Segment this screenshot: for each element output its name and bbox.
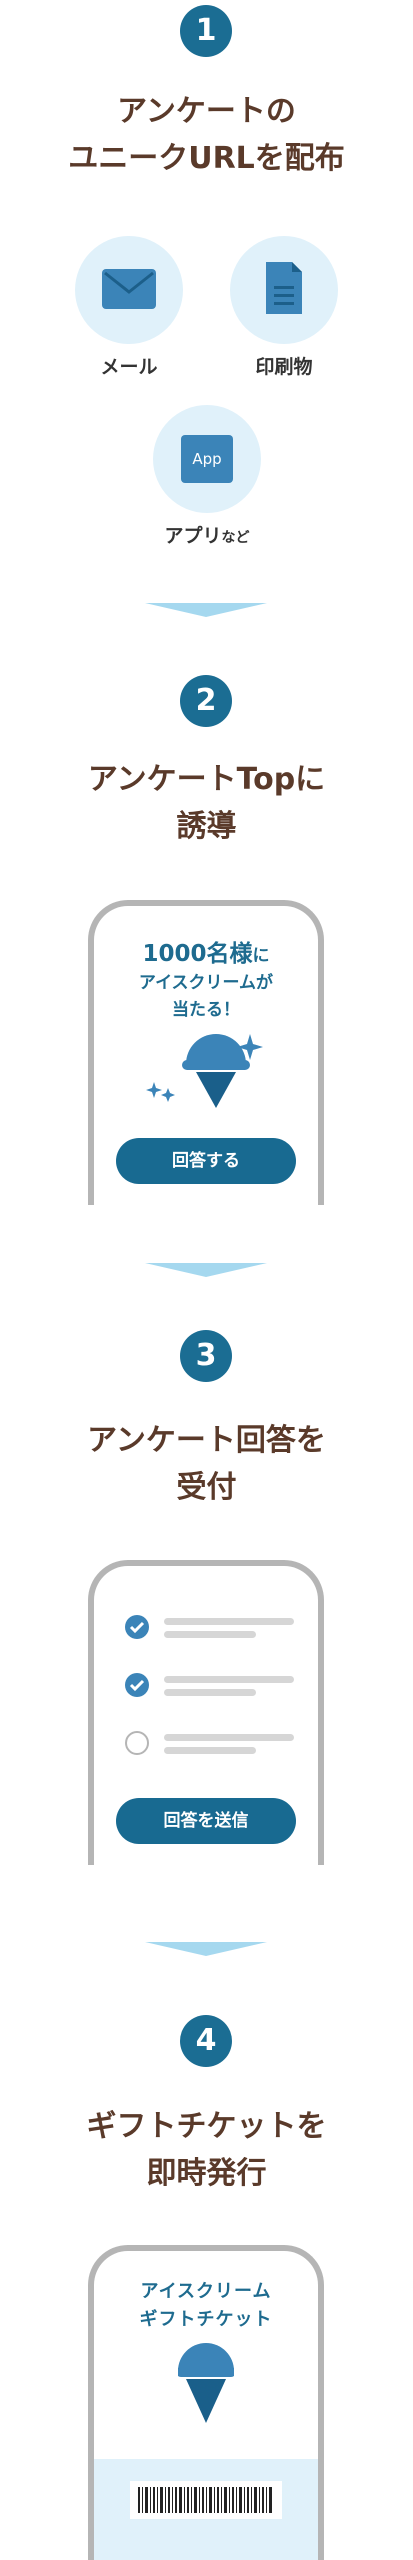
gift-ticket-phone: アイスクリーム ギフトチケット — [88, 2245, 324, 2560]
step-3-title: アンケート回答を 受付 — [87, 1423, 326, 1505]
submit-answer-button[interactable]: 回答を送信 — [116, 1798, 296, 1844]
chevron-down-icon — [145, 1263, 267, 1277]
chevron-down-icon — [145, 1942, 267, 1956]
step-4-title: ギフトチケットを 即時発行 — [86, 2109, 327, 2191]
checked-icon — [125, 1673, 149, 1697]
ticket-title-1: アイスクリーム — [140, 2281, 272, 2302]
survey-subline-1: アイスクリームが — [138, 973, 274, 993]
survey-subline-2: 当たる！ — [172, 1000, 240, 1020]
print-label: 印刷物 — [255, 356, 313, 378]
mail-channel — [75, 236, 183, 344]
checked-icon — [125, 1615, 149, 1639]
step-2-number: 2 — [180, 675, 232, 727]
step-1-title: アンケートの ユニークURLを配布 — [68, 94, 345, 176]
app-label: アプリなど — [164, 525, 250, 547]
option-line — [164, 1747, 256, 1754]
option-row[interactable] — [124, 1730, 294, 1758]
chevron-down-icon — [145, 603, 267, 617]
survey-form-phone: 回答を送信 — [88, 1560, 324, 1865]
ice-cream-icon — [178, 2343, 234, 2423]
option-line — [164, 1689, 256, 1696]
step-2-title: アンケートTopに 誘導 — [87, 762, 326, 844]
answer-button[interactable]: 回答する — [116, 1138, 296, 1184]
unchecked-icon — [125, 1731, 149, 1755]
app-icon: App — [181, 435, 233, 483]
envelope-icon — [102, 269, 156, 309]
print-channel — [230, 236, 338, 344]
step-1-number: 1 — [180, 5, 232, 57]
barcode-box — [130, 2481, 282, 2519]
step-3-number: 3 — [180, 1330, 232, 1382]
option-line — [164, 1618, 294, 1625]
option-line — [164, 1631, 256, 1638]
option-line — [164, 1734, 294, 1741]
option-row[interactable] — [124, 1614, 294, 1642]
ticket-title-2: ギフトチケット — [139, 2309, 273, 2330]
barcode-icon — [138, 2487, 272, 2513]
option-line — [164, 1676, 294, 1683]
option-row[interactable] — [124, 1672, 294, 1700]
barcode-area — [94, 2459, 318, 2560]
document-icon — [266, 262, 302, 314]
app-channel: App — [153, 405, 261, 513]
mail-label: メール — [100, 356, 158, 378]
survey-top-phone: 1000名様に アイスクリームが 当たる！ 回答する — [88, 900, 324, 1205]
step-4-number: 4 — [180, 2015, 232, 2067]
survey-headline: 1000名様に — [142, 941, 270, 967]
ice-cream-icon — [146, 1034, 263, 1108]
